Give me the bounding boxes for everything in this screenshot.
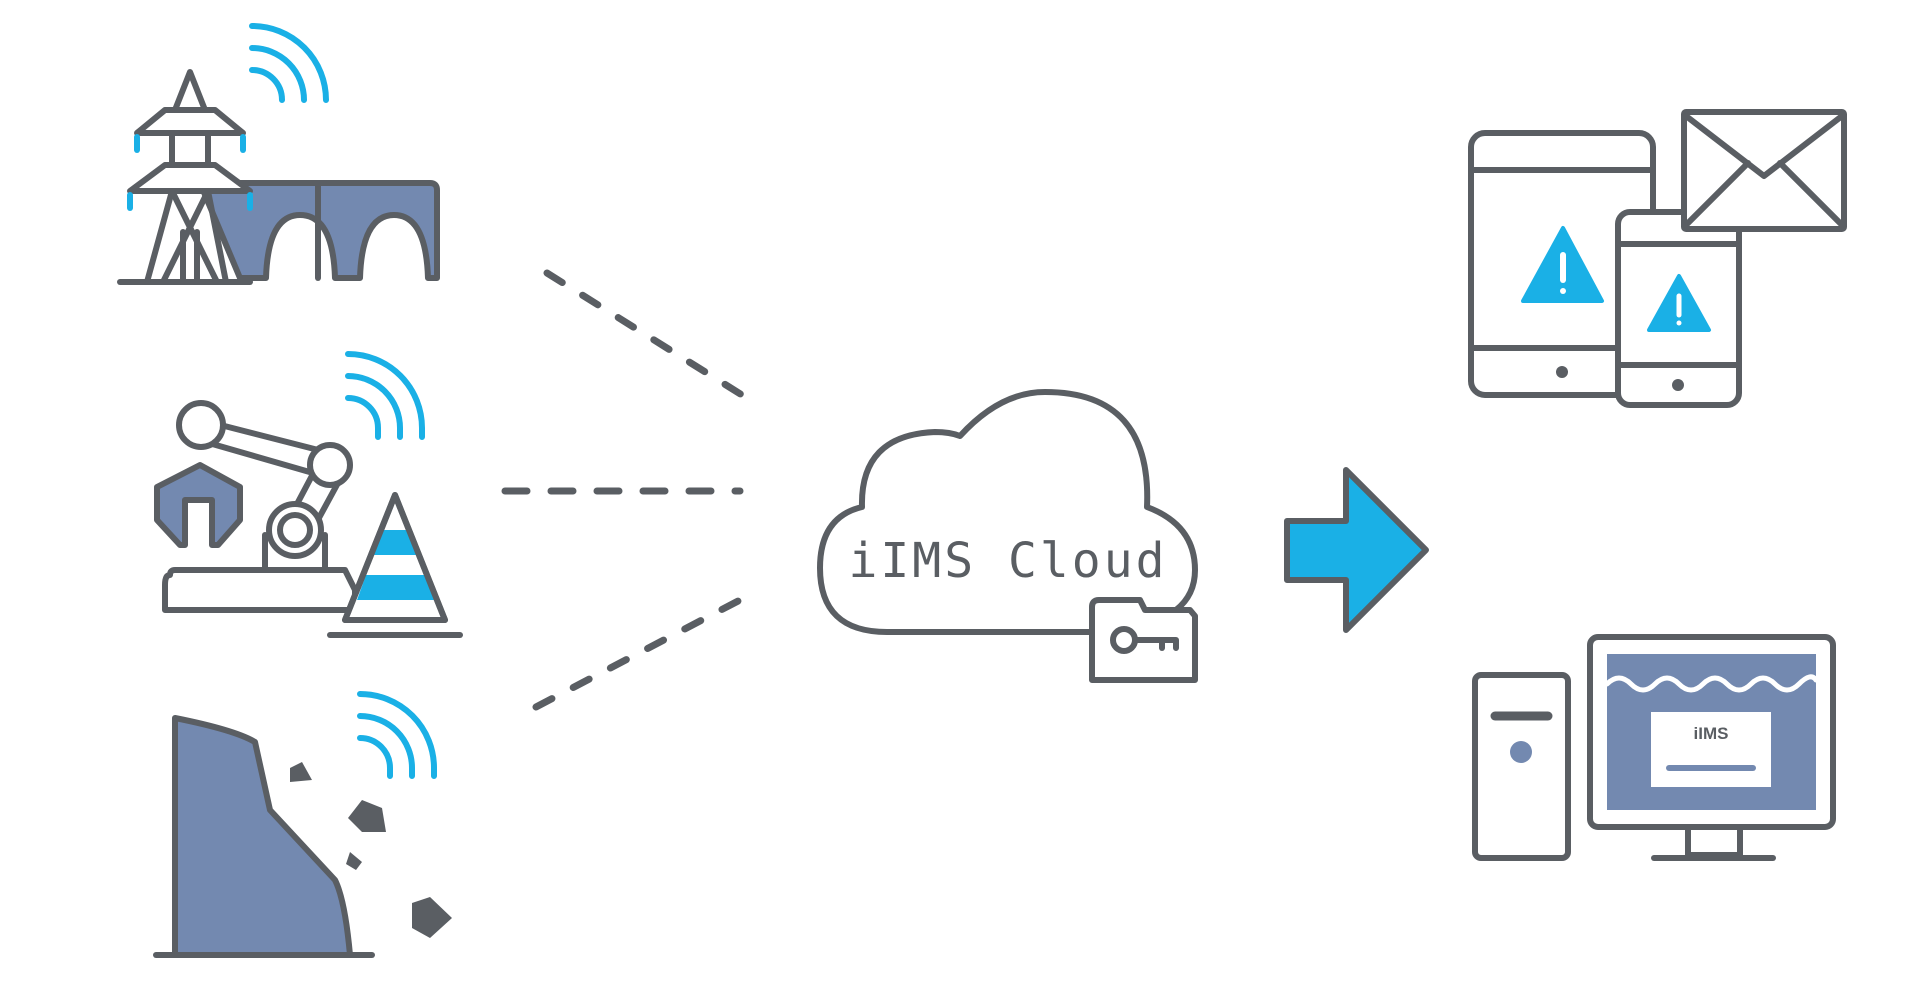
transmission-tower-icon: [117, 69, 253, 285]
cloud-icon: [817, 389, 1198, 635]
alert-icon: [1647, 274, 1711, 332]
right-arrow-icon: [1284, 467, 1429, 633]
traffic-cone-icon: [327, 492, 463, 638]
pc-tower-icon: [1472, 672, 1571, 861]
robot-arm-icon: [154, 400, 358, 613]
lock-key-icon: [1089, 597, 1198, 683]
envelope-icon: [1681, 109, 1847, 232]
monitor-screen-label: iIMS: [1694, 724, 1729, 743]
dashed-connector-bottom: [532, 596, 744, 711]
alert-icon: [1521, 226, 1604, 303]
landslide-slope-icon: [153, 715, 452, 958]
dashed-connector-top: [543, 269, 746, 399]
cloud-label: iIMS Cloud: [849, 533, 1168, 589]
wireless-signal-icon: [345, 351, 425, 440]
wireless-signal-icon: [249, 23, 329, 103]
wireless-signal-icon: [357, 691, 437, 779]
monitor-icon: [1587, 634, 1836, 861]
bridge-icon: [187, 180, 440, 281]
